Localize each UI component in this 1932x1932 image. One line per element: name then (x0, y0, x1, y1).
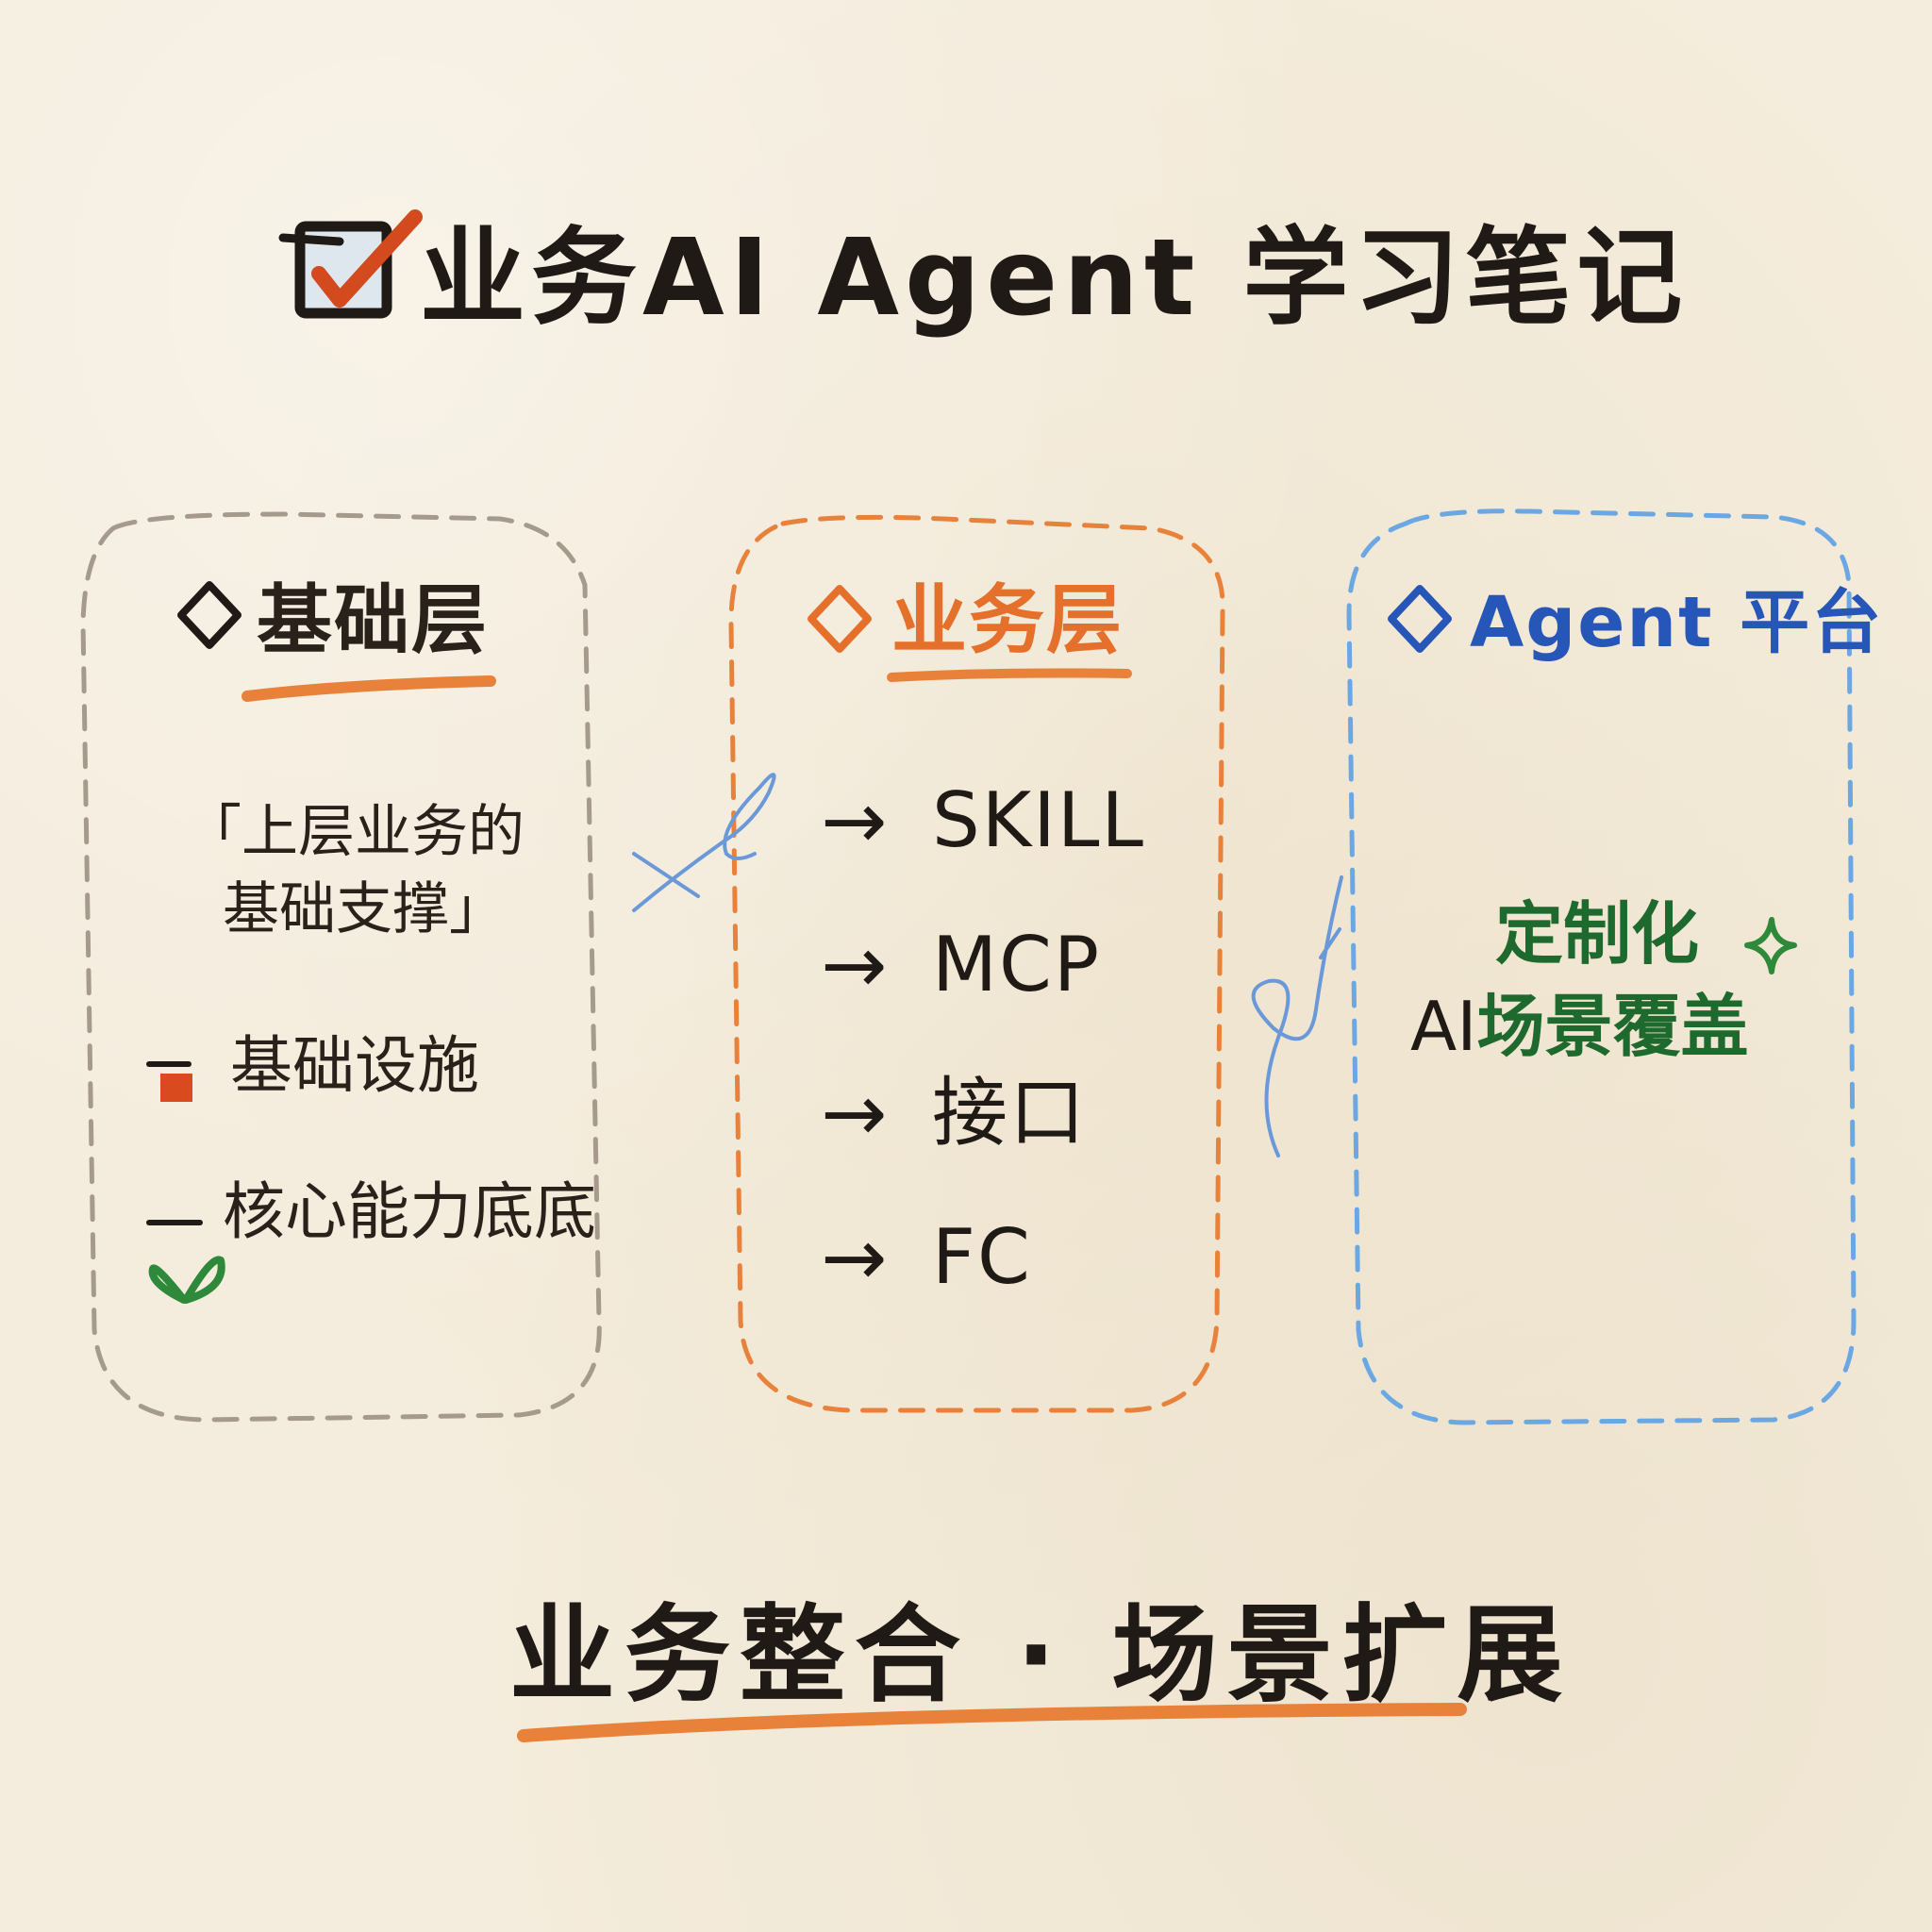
diamond-outline-icon (808, 585, 872, 653)
sparkle-icon (1744, 917, 1797, 974)
arrow-right-icon: → (821, 919, 888, 1011)
diamond-outline-icon (177, 581, 242, 649)
agent-panel-title: Agent 平台 (1470, 582, 1884, 663)
business-item-label: SKILL (932, 776, 1145, 864)
sprout-icon (148, 1256, 225, 1304)
business-item-label: 接口 (932, 1069, 1087, 1157)
foundation-title-underline (242, 675, 496, 702)
arrow-right-icon: → (821, 1067, 888, 1159)
arrow-right-icon: → (821, 774, 888, 867)
foundation-panel-title: 基础层 (257, 576, 489, 664)
arrow-right-icon: → (821, 1211, 888, 1304)
foundation-panel-border (80, 511, 602, 1423)
business-panel-border (728, 514, 1225, 1413)
diamond-outline-icon (1388, 585, 1452, 653)
business-item-skill: → SKILL (821, 769, 1143, 873)
checkbox-checked-icon (278, 209, 423, 319)
foundation-item-infrastructure: 基础设施 (230, 1029, 479, 1102)
foundation-quote-line-2: 基础支撑」 (223, 876, 506, 942)
connector-mid-right (1251, 875, 1343, 1158)
agent-line-ai-prefix: AI (1410, 987, 1477, 1066)
foundation-item-core-capability: 核心能力底底 (223, 1175, 596, 1248)
foundation-quote-line-1: 「上层业务的 (185, 799, 525, 865)
page-title: 业务AI Agent 学习笔记 (420, 217, 1689, 340)
agent-panel-border (1346, 508, 1857, 1425)
business-panel-title: 业务层 (891, 576, 1124, 664)
connector-left-mid (632, 773, 776, 912)
square-bullet-icon (146, 1061, 192, 1102)
agent-line-customized: 定制化 (1495, 894, 1700, 974)
business-item-interface: → 接口 (821, 1061, 1141, 1165)
agent-line-scenario-text: 场景覆盖 (1476, 987, 1749, 1066)
business-item-mcp: → MCP (821, 913, 1141, 1017)
slogan-underline (517, 1703, 1467, 1742)
business-title-underline (887, 668, 1132, 682)
agent-line-scenario-coverage: AI场景覆盖 (1410, 981, 1749, 1072)
bottom-slogan: 业务整合 · 场景扩展 (509, 1594, 1573, 1717)
business-item-fc: → FC (821, 1206, 1141, 1309)
business-item-label: FC (932, 1213, 1032, 1301)
business-item-label: MCP (932, 921, 1102, 1008)
